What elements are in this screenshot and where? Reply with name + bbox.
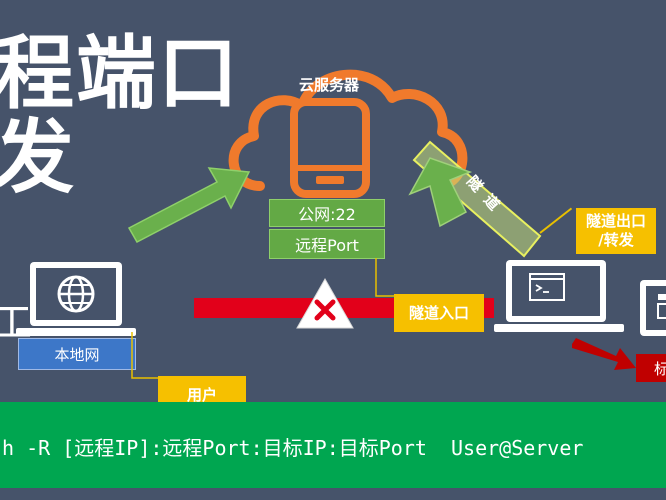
tunnel-entrance-label: 隧道入口 [394, 294, 484, 332]
monitor-icon [640, 280, 666, 336]
ssh-command-text: h -R [远程IP]:远程Port:目标IP:目标Port User@Serv… [2, 436, 584, 460]
cross-warning-icon [296, 277, 354, 329]
title-line-2: 发 [0, 111, 76, 204]
cloud-icon [228, 69, 468, 191]
cloud-label: 云服务器 [298, 76, 359, 94]
public-port-label: 公网:22 [269, 199, 385, 227]
target-label: 标 [636, 354, 666, 382]
title-line-1: 程端口 [0, 27, 240, 120]
local-network-label: 本地网 [18, 338, 136, 370]
command-bar [0, 402, 666, 488]
upload-arrow [127, 167, 251, 243]
user-connector [131, 332, 160, 379]
tunnel-exit-label: 隧道出口 /转发 [576, 208, 656, 254]
entrance-connector [375, 258, 396, 297]
tunnel-tube [408, 140, 542, 258]
laptop-globe-icon [16, 262, 136, 336]
forward-arrow [572, 338, 636, 370]
laptop-terminal-icon [494, 260, 624, 332]
remote-port-label: 远程Port [269, 229, 385, 259]
phone-icon [290, 98, 370, 198]
